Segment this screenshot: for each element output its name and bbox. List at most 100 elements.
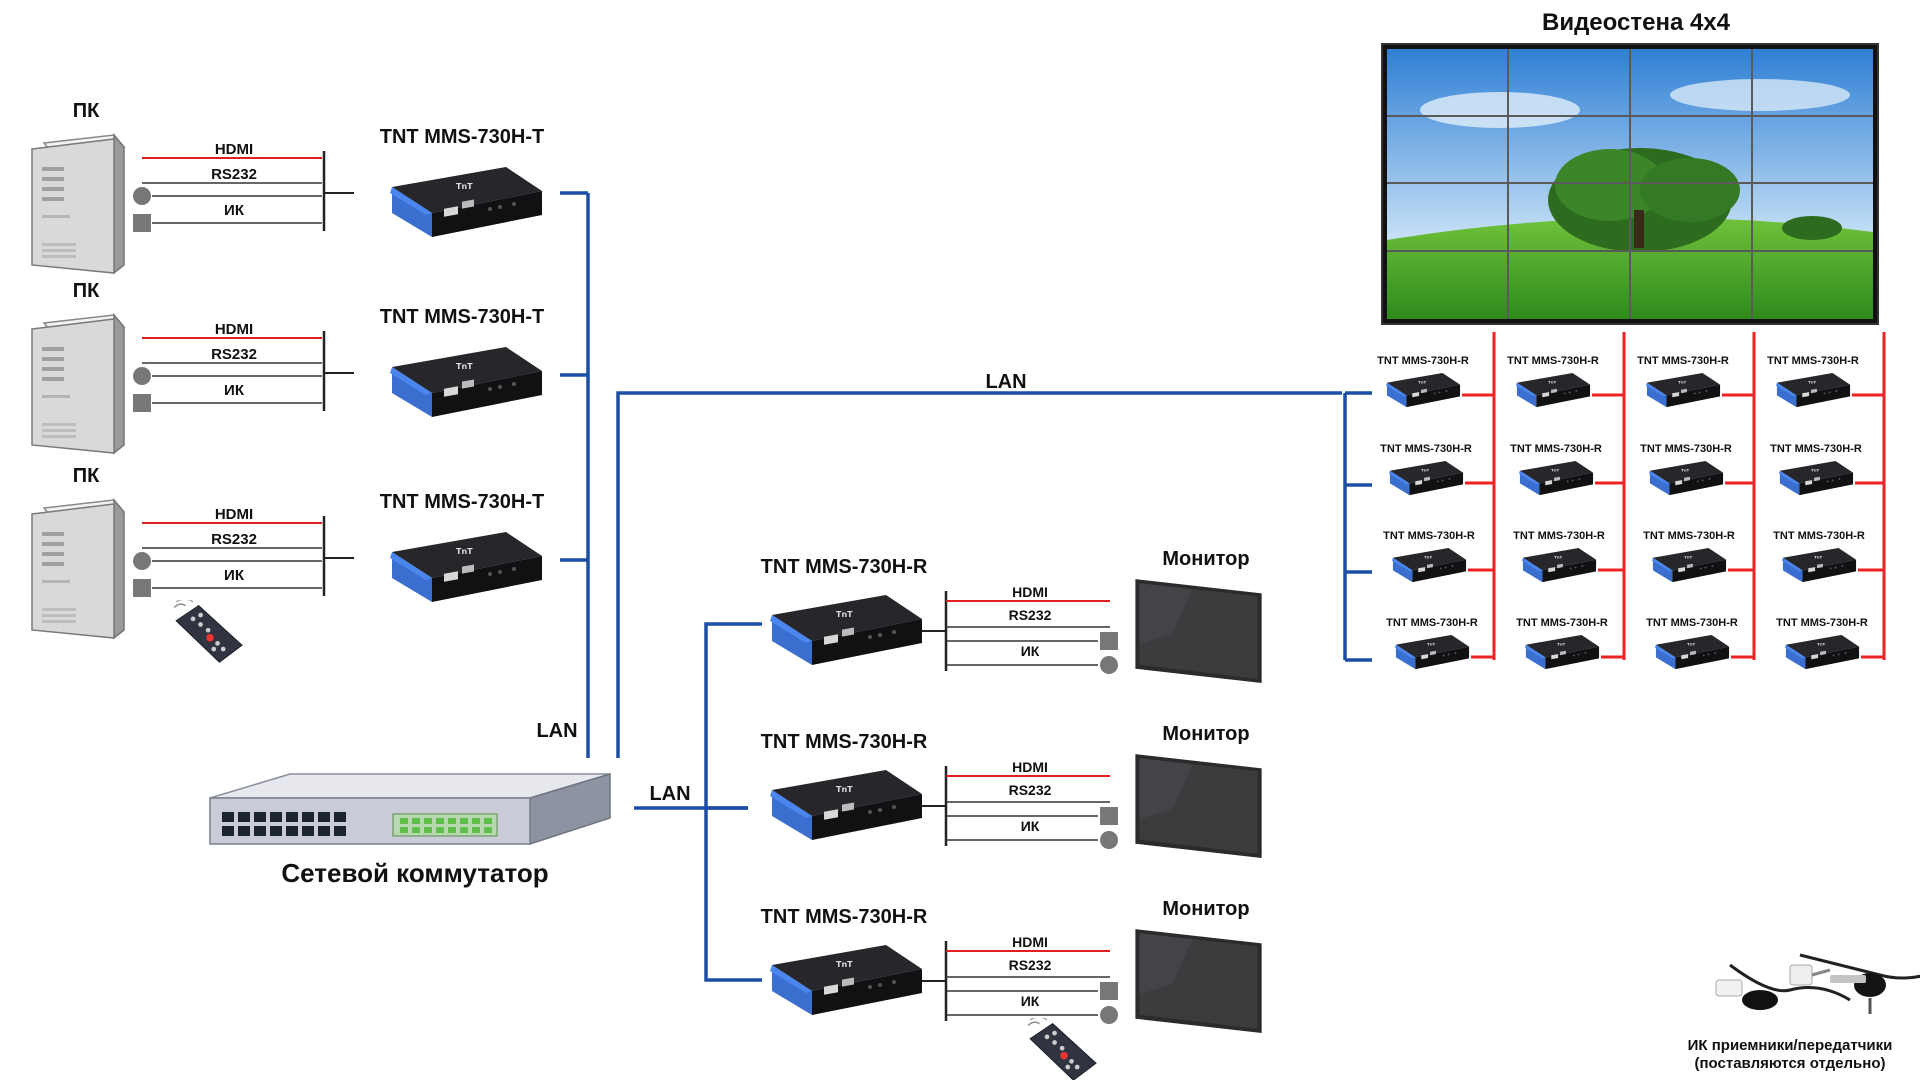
wall-receiver-label: TNT MMS-730H-R xyxy=(1646,617,1738,629)
receiver-title: TNT MMS-730H-R xyxy=(761,906,928,928)
wall-receiver: TNT MMS-730H-R xyxy=(1643,530,1754,583)
network-switch: Сетевой коммутатор xyxy=(209,772,611,888)
wall-receiver-device-icon xyxy=(1648,460,1724,496)
ir-label: ИК xyxy=(1021,818,1040,834)
rs232-label: RS232 xyxy=(211,346,257,363)
ir-emitter-icon xyxy=(133,579,151,597)
videowall-title: Видеостена 4x4 xyxy=(1542,9,1731,36)
monitor-icon xyxy=(1135,929,1262,1033)
wall-receiver-label: TNT MMS-730H-R xyxy=(1516,617,1608,629)
wall-receiver: TNT MMS-730H-R xyxy=(1377,355,1494,408)
wall-receiver-device-icon xyxy=(1521,547,1597,583)
monitor-title: Монитор xyxy=(1162,548,1249,570)
rs232-label: RS232 xyxy=(1009,607,1052,623)
ir-label: ИК xyxy=(1021,993,1040,1009)
wall-receiver-label: TNT MMS-730H-R xyxy=(1386,617,1478,629)
hdmi-label: HDMI xyxy=(215,506,253,523)
wall-receiver: TNT MMS-730H-R xyxy=(1773,530,1884,583)
hdmi-label: HDMI xyxy=(1012,934,1048,950)
wall-receiver-label: TNT MMS-730H-R xyxy=(1507,355,1599,367)
wall-receiver-device-icon xyxy=(1775,372,1851,408)
monitor-title: Монитор xyxy=(1162,723,1249,745)
wall-receiver: TNT MMS-730H-R xyxy=(1510,443,1624,496)
wall-receiver-label: TNT MMS-730H-R xyxy=(1776,617,1868,629)
ir-emitter-icon xyxy=(1100,982,1118,1000)
wall-receiver-label: TNT MMS-730H-R xyxy=(1513,530,1605,542)
wall-receiver-device-icon xyxy=(1781,547,1857,583)
wall-receiver: TNT MMS-730H-R xyxy=(1507,355,1624,408)
pc-tower-icon xyxy=(31,134,125,274)
hdmi-label: HDMI xyxy=(1012,759,1048,775)
pc-title: ПК xyxy=(73,100,100,122)
wall-receiver: TNT MMS-730H-R xyxy=(1640,443,1754,496)
transmitter-device-icon xyxy=(390,532,542,602)
remote-control-icon xyxy=(173,600,243,663)
remote-control-icon xyxy=(1027,1018,1097,1080)
wall-receiver: TNT MMS-730H-R xyxy=(1513,530,1624,583)
ir-emitter-icon xyxy=(133,394,151,412)
wall-receiver-device-icon xyxy=(1515,372,1591,408)
wall-receiver-label: TNT MMS-730H-R xyxy=(1640,443,1732,455)
receiver-device-icon xyxy=(770,945,922,1015)
lan-label-left: LAN xyxy=(536,720,577,742)
monitor-icon xyxy=(1135,754,1262,858)
wall-receiver-device-icon xyxy=(1778,460,1854,496)
wall-receiver-label: TNT MMS-730H-R xyxy=(1637,355,1729,367)
ir-receiver-icon xyxy=(133,552,151,570)
transmitter-device-icon xyxy=(390,167,542,237)
wall-receiver-label: TNT MMS-730H-R xyxy=(1770,443,1862,455)
wall-receiver-label: TNT MMS-730H-R xyxy=(1767,355,1859,367)
monitor-title: Монитор xyxy=(1162,898,1249,920)
wall-receiver-device-icon xyxy=(1645,372,1721,408)
wall-receiver-label: TNT MMS-730H-R xyxy=(1380,443,1472,455)
rs232-label: RS232 xyxy=(1009,782,1052,798)
rs232-label: RS232 xyxy=(211,531,257,548)
ir-emitter-icon xyxy=(1100,632,1118,650)
wall-receiver-device-icon xyxy=(1394,634,1470,670)
wall-receiver: TNT MMS-730H-R xyxy=(1380,443,1494,496)
wall-receiver-label: TNT MMS-730H-R xyxy=(1383,530,1475,542)
wall-receiver: TNT MMS-730H-R xyxy=(1770,443,1884,496)
receiver-title: TNT MMS-730H-R xyxy=(761,731,928,753)
ir-label: ИК xyxy=(224,382,245,399)
rs232-label: RS232 xyxy=(1009,957,1052,973)
ir-emitter-icon xyxy=(1100,807,1118,825)
ir-receiver-icon xyxy=(1100,1006,1118,1024)
wall-receiver-label: TNT MMS-730H-R xyxy=(1510,443,1602,455)
monitor-icon xyxy=(1135,579,1262,683)
wall-receiver: TNT MMS-730H-R xyxy=(1776,617,1884,670)
videowall-receivers: TNT MMS-730H-R TNT MMS-730H-R TNT MMS-730H… xyxy=(1377,332,1886,670)
wall-receiver-device-icon xyxy=(1518,460,1594,496)
ir-receiver-icon xyxy=(1100,831,1118,849)
wall-receiver-label: TNT MMS-730H-R xyxy=(1377,355,1469,367)
pc-tower-icon xyxy=(31,314,125,454)
ir-emitter-icon xyxy=(133,214,151,232)
hdmi-label: HDMI xyxy=(215,141,253,158)
hdmi-label: HDMI xyxy=(1012,584,1048,600)
wall-receiver: TNT MMS-730H-R xyxy=(1646,617,1754,670)
wall-receiver-device-icon xyxy=(1388,460,1464,496)
switch-label: Сетевой коммутатор xyxy=(281,858,548,888)
ir-label: ИК xyxy=(1021,643,1040,659)
ir-sensor-icon xyxy=(1715,953,1920,1014)
wall-receiver: TNT MMS-730H-R xyxy=(1637,355,1754,408)
transmitter-title: TNT MMS-730H-T xyxy=(380,126,544,148)
wall-receiver-device-icon xyxy=(1391,547,1467,583)
wall-receiver-device-icon xyxy=(1784,634,1860,670)
wall-receiver: TNT MMS-730H-R xyxy=(1516,617,1624,670)
wall-receiver: TNT MMS-730H-R xyxy=(1386,617,1494,670)
pc-title: ПК xyxy=(73,280,100,302)
wall-receiver-device-icon xyxy=(1524,634,1600,670)
ir-accessories-line1: ИК приемники/передатчики xyxy=(1688,1037,1893,1054)
wall-receiver: TNT MMS-730H-R xyxy=(1383,530,1494,583)
transmitter-device-icon xyxy=(390,347,542,417)
receiver-device-icon xyxy=(770,770,922,840)
receiver-title: TNT MMS-730H-R xyxy=(761,556,928,578)
ir-receiver-icon xyxy=(1100,656,1118,674)
